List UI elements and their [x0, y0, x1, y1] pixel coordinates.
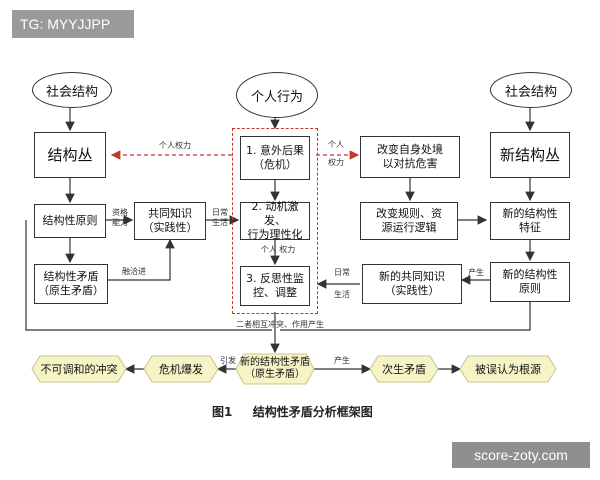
newknow-line2: （实践性） — [384, 284, 440, 297]
label-personal-power-right: 个人 权力 — [324, 140, 348, 168]
change-line2: 以对抗危害 — [382, 157, 438, 170]
resource-power-2: 能力 — [112, 218, 128, 227]
label-interaction: 二者相互冲突、作用产生 — [236, 320, 324, 329]
ppm-2: 权力 — [279, 245, 296, 254]
hex-irreconcilable — [31, 355, 127, 383]
hex-secondary — [369, 355, 439, 383]
hex-new-contradiction — [235, 353, 315, 385]
common-knowledge-line1: 共同知识 — [148, 207, 192, 220]
arrow-contra-knowledge — [108, 238, 175, 281]
figure-caption: 图1 结构性矛盾分析框架图 — [212, 403, 412, 420]
label-personal-power-left: 个人权力 — [159, 141, 191, 150]
figure-title: 结构性矛盾分析框架图 — [252, 405, 373, 419]
social-structure-left-ellipse: 社会结构 — [32, 72, 112, 108]
change-situation-box: 改变自身处境 以对抗危害 — [360, 136, 460, 178]
resource-power-1: 资格 — [112, 208, 128, 217]
crisis-outbreak: 危机爆发 — [159, 363, 203, 376]
label-produce-right: 产生 — [468, 268, 484, 277]
contradiction-line2: （原生矛盾） — [38, 284, 104, 297]
ppr-2: 权力 — [328, 158, 344, 167]
common-knowledge-box: 共同知识 （实践性） — [134, 202, 206, 240]
structure-cluster-box: 结构丛 — [34, 132, 106, 178]
new-structure-cluster-box: 新结构丛 — [490, 132, 570, 178]
change-line1: 改变自身处境 — [377, 143, 443, 156]
new-contra-line2: （原生矛盾） — [245, 369, 305, 380]
daily-life-2: 生活 — [212, 218, 228, 227]
newprinciple-line1: 新的结构性 — [502, 268, 558, 281]
label-produce-bottom: 产生 — [334, 356, 350, 365]
label-personal-power-mid: 个人 权力 — [258, 245, 298, 255]
line-right-merge — [280, 302, 531, 331]
new-common-knowledge-box: 新的共同知识 （实践性） — [362, 264, 462, 304]
hex-root — [459, 355, 557, 383]
structural-contradiction-box: 结构性矛盾 （原生矛盾） — [34, 264, 108, 304]
individual-behavior-ellipse: 个人行为 — [236, 72, 318, 118]
label-daily-life-left: 日常 生活 — [208, 208, 232, 228]
label-resource-power: 资格 能力 — [108, 208, 132, 228]
daily-life-1: 日常 — [212, 208, 228, 217]
mistaken-root: 被误认为根源 — [475, 363, 541, 376]
newknow-line1: 新的共同知识 — [379, 270, 445, 283]
change-rules-box: 改变规则、资 源运行逻辑 — [360, 202, 458, 240]
rules-line2: 源运行逻辑 — [381, 221, 437, 234]
step1-line1: 1. 意外后果 — [246, 144, 304, 157]
step3-reflexive-monitoring: 3. 反思性监 控、调整 — [240, 266, 310, 306]
new-structural-contradiction: 新的结构性矛盾 （原生矛盾） — [236, 354, 314, 384]
ppm-1: 个人 — [260, 245, 277, 254]
step1-line2: （危机） — [253, 158, 297, 171]
newprinciple-line2: 原则 — [519, 282, 541, 295]
label-trigger: 引发 — [220, 356, 236, 365]
step2-line1: 2. 动机激发、 — [251, 200, 299, 227]
step2-line2: 行为理性化 — [247, 228, 303, 241]
rules-line1: 改变规则、资 — [376, 207, 442, 220]
newfeature-line2: 特征 — [519, 221, 541, 234]
structural-principle-box: 结构性原则 — [34, 204, 106, 238]
newfeature-line1: 新的结构性 — [502, 207, 558, 220]
new-structural-principle-box: 新的结构性 原则 — [490, 262, 570, 302]
ppr-1: 个人 — [328, 140, 344, 149]
irreconcilable-conflict: 不可调和的冲突 — [40, 363, 118, 376]
hex-crisis — [143, 355, 219, 383]
step1-unintended-consequence: 1. 意外后果 （危机） — [240, 136, 310, 180]
line-left-merge — [25, 220, 272, 331]
step3-line1: 3. 反思性监 — [246, 272, 304, 285]
individual-behavior-dashed-group — [232, 128, 318, 314]
step2-motivation-rationalization: 2. 动机激发、 行为理性化 — [240, 200, 310, 241]
dlr-1: 日常 — [334, 268, 350, 277]
social-structure-right-ellipse: 社会结构 — [490, 72, 572, 108]
label-daily-life-right: 日常 生活 — [330, 268, 354, 300]
dlr-2: 生活 — [334, 290, 350, 299]
contradiction-line1: 结构性矛盾 — [43, 270, 99, 283]
tg-tag: TG: MYYJJPP — [12, 10, 134, 38]
secondary-contradiction: 次生矛盾 — [382, 363, 426, 376]
common-knowledge-line2: （实践性） — [142, 221, 198, 234]
new-contra-line1: 新的结构性矛盾 — [240, 357, 310, 368]
figure-number: 图1 — [212, 405, 233, 419]
step3-line2: 控、调整 — [253, 286, 297, 299]
new-structural-feature-box: 新的结构性 特征 — [490, 202, 570, 240]
label-compatible: 融洽进 — [122, 267, 146, 276]
site-watermark: score-zoty.com — [452, 442, 590, 468]
